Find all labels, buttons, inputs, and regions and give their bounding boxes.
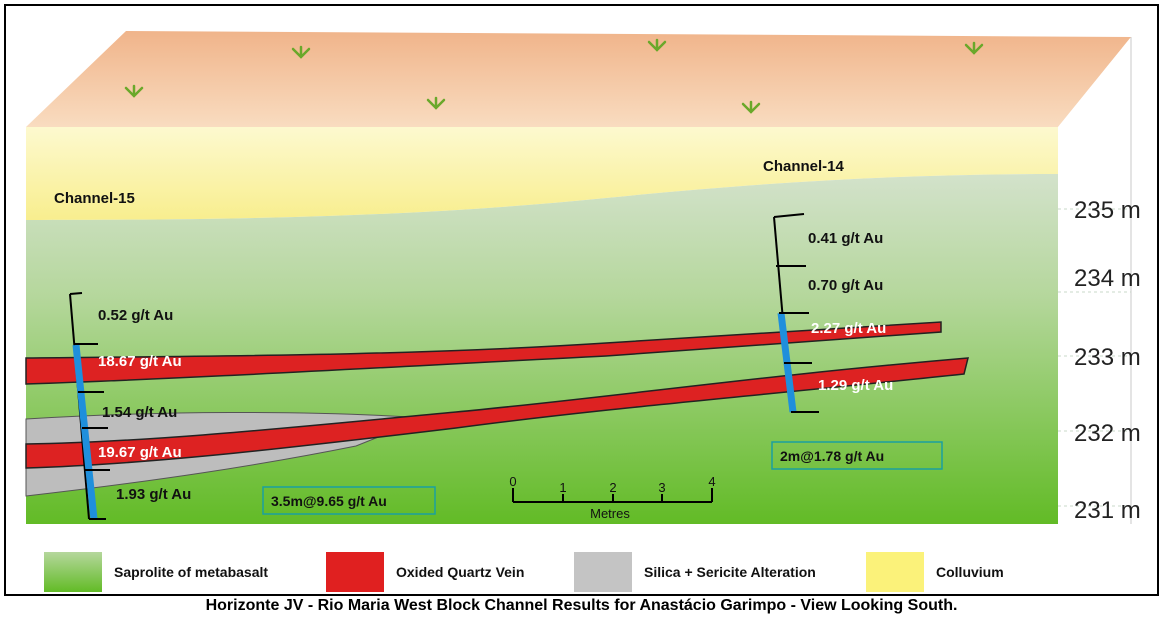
legend-label: Silica + Sericite Alteration: [644, 564, 816, 580]
legend-swatch-quartz-vein: [326, 552, 384, 592]
intercept-left: 3.5m@9.65 g/t Au: [271, 493, 387, 509]
assay-label: 18.67 g/t Au: [98, 353, 182, 370]
legend-item-alteration: Silica + Sericite Alteration: [574, 552, 816, 592]
channel-14-log: [773, 213, 819, 413]
assay-label: 19.67 g/t Au: [98, 444, 182, 461]
cross-section-diagram: Channel-15 Channel-14 235 m 234 m 233 m …: [25, 31, 1141, 524]
diagram-frame: Channel-15 Channel-14 235 m 234 m 233 m …: [4, 4, 1159, 596]
legend-item-colluvium: Colluvium: [866, 552, 1004, 592]
legend-item-quartz-vein: Oxided Quartz Vein: [326, 552, 524, 592]
colluvium-layer: [26, 127, 1058, 220]
side-face: [1058, 37, 1131, 524]
scale-tick-label: 1: [559, 480, 566, 495]
legend-swatch-alteration: [574, 552, 632, 592]
legend-label: Colluvium: [936, 564, 1004, 580]
scale-bar: [512, 488, 713, 503]
intercept-box-right: [771, 441, 943, 470]
elevation-235: 235 m: [1074, 197, 1141, 224]
assay-label: 2.27 g/t Au: [811, 320, 886, 337]
intercept-right: 2m@1.78 g/t Au: [780, 448, 884, 464]
assay-label: 0.70 g/t Au: [808, 277, 883, 294]
assay-label: 1.29 g/t Au: [818, 377, 893, 394]
assay-label: 0.52 g/t Au: [98, 307, 173, 324]
legend-swatch-colluvium: [866, 552, 924, 592]
scale-tick-label: 3: [658, 480, 665, 495]
quartz-vein-lower: [25, 357, 969, 469]
quartz-vein-upper: [25, 321, 942, 385]
assay-label: 0.41 g/t Au: [808, 230, 883, 247]
elevation-231: 231 m: [1074, 497, 1141, 524]
channel-15-label: Channel-15: [54, 190, 135, 207]
legend-label: Oxided Quartz Vein: [396, 564, 525, 580]
elevation-labels: 235 m 234 m 233 m 232 m 231 m: [1074, 197, 1141, 524]
elevation-232: 232 m: [1074, 420, 1141, 447]
assay-label: 1.54 g/t Au: [102, 404, 177, 421]
elevation-234: 234 m: [1074, 265, 1141, 292]
channel-14-label: Channel-14: [763, 158, 845, 175]
elevation-233: 233 m: [1074, 344, 1141, 371]
elevation-guides: [1058, 208, 1131, 507]
scale-tick-label: 0: [509, 474, 516, 489]
legend-swatch-saprolite: [44, 552, 102, 592]
scale-tick-label: 4: [708, 474, 715, 489]
scale-tick-label: 2: [609, 480, 616, 495]
figure-caption: Horizonte JV - Rio Maria West Block Chan…: [205, 597, 958, 614]
channel-15-log: [69, 292, 110, 520]
legend: Saprolite of metabasalt Oxided Quartz Ve…: [44, 552, 1134, 592]
legend-label: Saprolite of metabasalt: [114, 564, 269, 580]
scale-unit-label: Metres: [590, 506, 630, 521]
intercept-box-left: [262, 486, 436, 515]
grass-tufts: [124, 38, 984, 114]
assay-label: 1.93 g/t Au: [116, 486, 191, 503]
legend-item-saprolite: Saprolite of metabasalt: [44, 552, 268, 592]
